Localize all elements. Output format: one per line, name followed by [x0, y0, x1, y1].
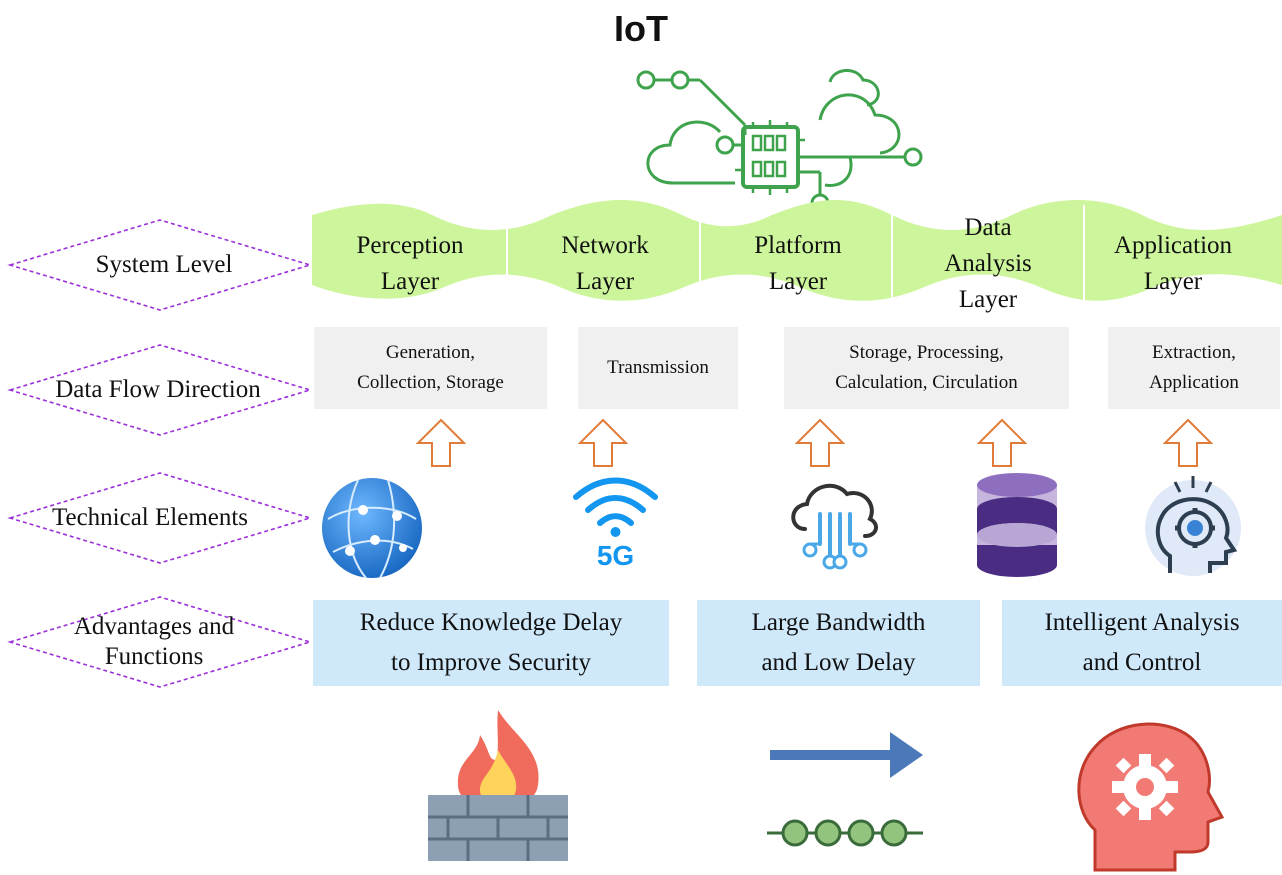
row-label-data-flow: Data Flow Direction	[55, 376, 261, 403]
firewall-icon	[428, 710, 568, 861]
row-label-technical-elements: Technical Elements	[51, 504, 249, 531]
globe-network-icon	[322, 478, 422, 579]
intelligent-head-icon	[1077, 722, 1225, 872]
layer-network: Network Layer	[561, 232, 649, 295]
layer-platform: Platform Layer	[754, 232, 842, 295]
row-label-system-level: System Level	[95, 251, 233, 278]
layer-application: Application Layer	[1113, 232, 1233, 295]
5g-label: 5G	[597, 540, 634, 571]
cloud-computing-icon	[791, 483, 878, 570]
up-arrow-icon	[578, 418, 628, 467]
up-arrow-icon	[977, 418, 1027, 467]
iot-chip-cloud-icon	[636, 69, 923, 213]
up-arrow-icon	[1163, 418, 1213, 467]
up-arrow-icon	[795, 418, 845, 467]
up-arrow-icon	[416, 418, 466, 467]
ai-head-gear-icon	[1145, 476, 1241, 576]
advantage-intelligence: Intelligent Analysis and Control	[1002, 600, 1282, 686]
flow-box-platform: Storage, Processing, Calculation, Circul…	[784, 327, 1069, 409]
wifi-5g-icon: 5G	[573, 477, 658, 571]
fast-transmission-icon	[767, 732, 923, 847]
database-icon	[977, 473, 1057, 577]
row-label-advantages: Advantages and Functions	[73, 613, 235, 670]
flow-box-perception: Generation, Collection, Storage	[314, 327, 547, 409]
flow-box-application: Extraction, Application	[1108, 327, 1280, 409]
layer-perception: Perception Layer	[356, 232, 464, 295]
flow-box-network: Transmission	[578, 327, 738, 409]
advantage-bandwidth: Large Bandwidth and Low Delay	[697, 600, 980, 686]
advantage-security: Reduce Knowledge Delay to Improve Securi…	[313, 600, 669, 686]
layer-data-analysis: Data Analysis Layer	[944, 214, 1032, 313]
system-level-wave	[312, 200, 1282, 301]
diagram-title: IoT	[614, 8, 668, 49]
